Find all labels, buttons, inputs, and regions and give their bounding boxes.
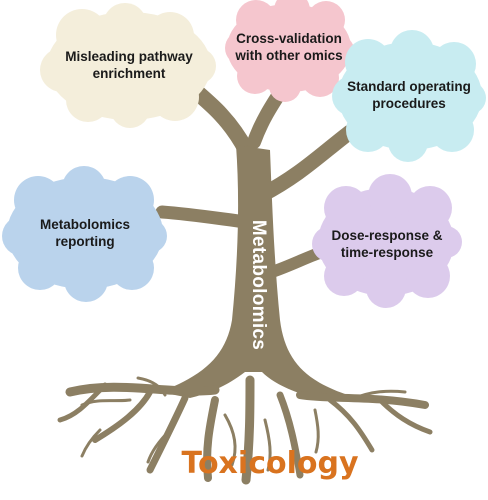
root-label: Toxicology — [181, 446, 359, 481]
cloud-reporting — [2, 166, 167, 302]
cloud-label-sop: Standard operating procedures — [347, 79, 471, 111]
branch-reporting — [155, 205, 253, 229]
cloud-label-crossval: Cross-validation with other omics — [235, 31, 343, 63]
cloud-label-reporting: Metabolomics reporting — [39, 217, 131, 249]
cloud-pathway — [40, 3, 216, 128]
branch-sop — [254, 124, 358, 203]
cloud-sop — [332, 30, 486, 162]
cloud-crossval — [225, 0, 354, 102]
cloud-label-dose: Dose-response & time-response — [331, 228, 443, 260]
tree-trunk — [160, 145, 345, 400]
branch-dose — [266, 246, 328, 278]
cloud-label-pathway: Misleading pathway enrichment — [65, 49, 193, 81]
tree-roots — [57, 375, 433, 485]
branch-pathway — [184, 80, 254, 158]
cloud-dose — [312, 174, 462, 308]
trunk-label: Metabolomics — [248, 219, 269, 351]
